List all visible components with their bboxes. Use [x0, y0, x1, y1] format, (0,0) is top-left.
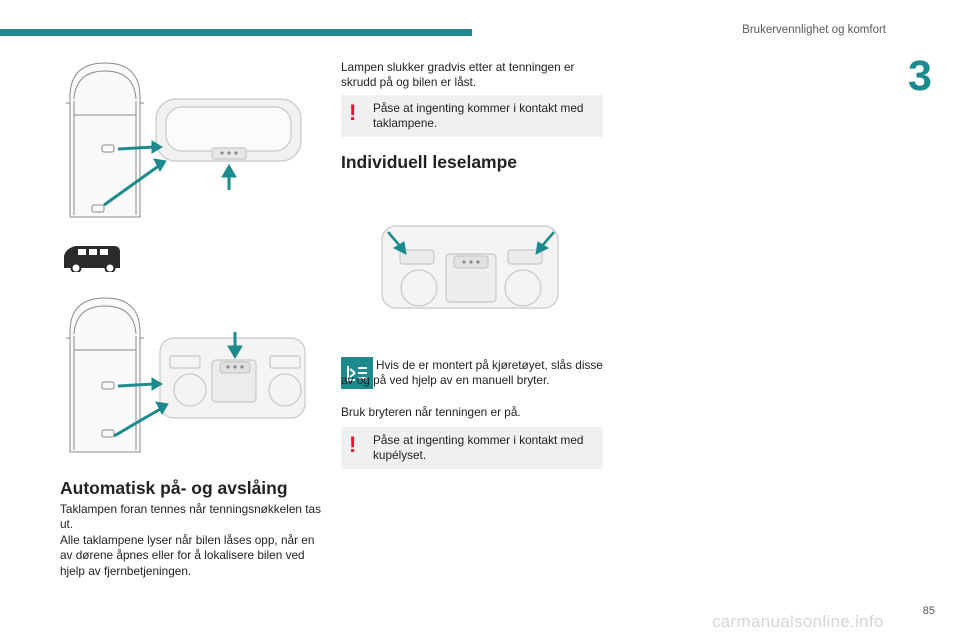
page-number: 85 — [922, 605, 935, 617]
warning-box-interior-light: ! Påse at ingenting kommer i kontakt med… — [341, 427, 603, 469]
chapter-number: 3 — [908, 52, 932, 100]
van-silhouette-icon — [64, 246, 120, 272]
reading-lamp-switch-text: Hvis de er montert på kjøretøyet, slås d… — [341, 358, 603, 388]
warning-text: Påse at ingenting kommer i kontakt med k… — [373, 433, 584, 463]
header-accent-bar — [0, 29, 472, 36]
paragraph-ignition: Taklampen foran tennes når tenningsnøkke… — [60, 502, 322, 532]
paragraph-unlock: Alle taklampene lyser når bilen låses op… — [60, 532, 315, 578]
warning-box-ceiling-lamps: ! Påse at ingenting kommer i kontakt med… — [341, 95, 603, 137]
rear-ceiling-lamp-illustration — [66, 297, 306, 453]
reading-lamp-info-icon — [341, 357, 373, 389]
warning-icon: ! — [349, 432, 357, 457]
front-ceiling-lamp-illustration — [66, 62, 302, 218]
warning-text: Påse at ingenting kommer i kontakt med t… — [373, 101, 584, 131]
heading-automatic-on-off: Automatisk på- og avslåing — [60, 478, 288, 498]
lamp-fade-text: Lampen slukker gradvis etter at tenninge… — [341, 60, 575, 90]
warning-icon: ! — [349, 100, 357, 125]
watermark: carmanualsonline.info — [712, 612, 884, 631]
reading-lamps-illustration — [381, 225, 559, 309]
left-body-text: Taklampen foran tennes når tenningsnøkke… — [60, 502, 328, 579]
heading-reading-lamp: Individuell leselampe — [341, 152, 518, 172]
reading-lamp-ignition-text: Bruk bryteren når tenningen er på. — [341, 405, 521, 419]
section-title: Brukervennlighet og komfort — [742, 24, 886, 36]
